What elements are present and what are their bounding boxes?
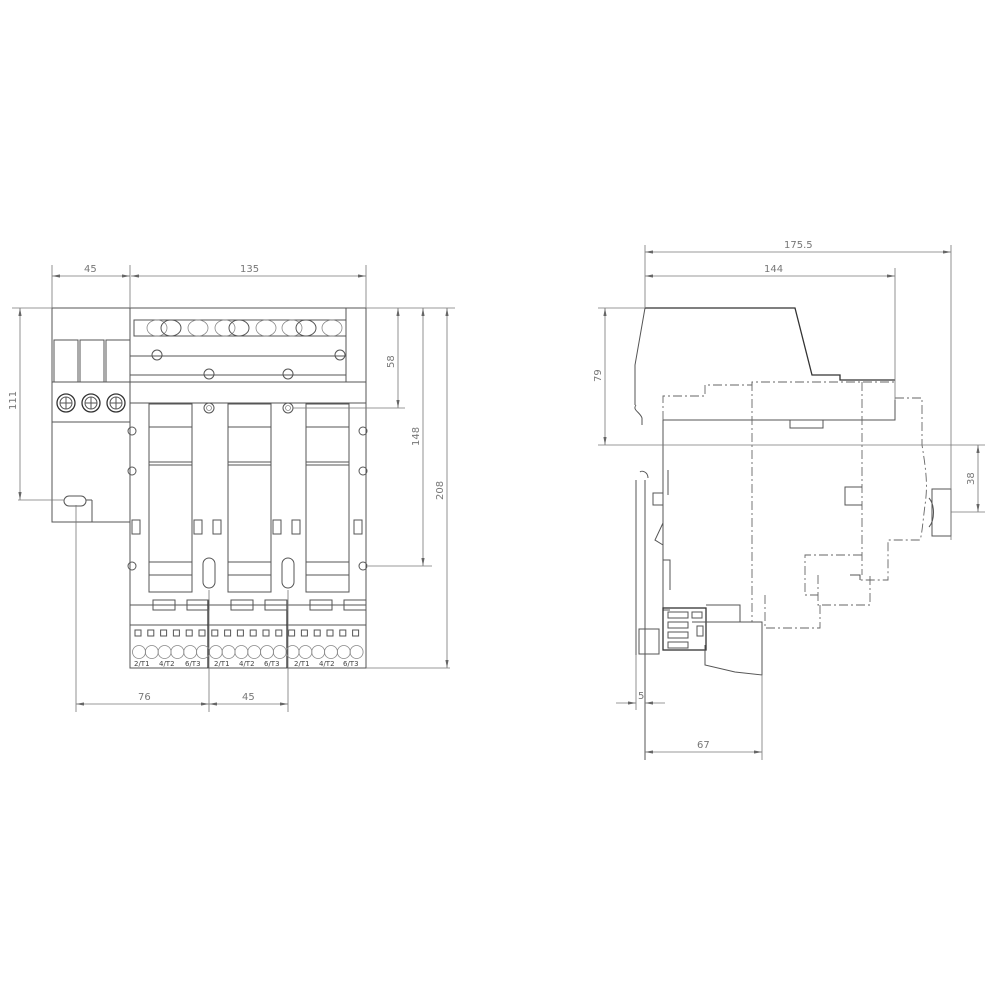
- terminal-circles: [132, 645, 364, 659]
- dim-depth-total: 175.5: [784, 240, 813, 251]
- terminal-label: 6/T3: [343, 660, 359, 668]
- terminal-label: 2/T1: [294, 660, 310, 668]
- terminal-label: 4/T2: [319, 660, 335, 668]
- main-module: 2/T1 4/T2 6/T3 2/T1 4/T2 6/T3 2/T1 4/T2 …: [127, 307, 368, 669]
- dim-depth-bottom: 67: [697, 740, 710, 751]
- terminal-label: 4/T2: [239, 660, 255, 668]
- dim-height-mount: 148: [411, 427, 422, 446]
- dim-width-left: 45: [84, 264, 97, 275]
- top-indicator-circles: [146, 319, 343, 337]
- dim-height-top: 79: [593, 369, 604, 382]
- terminal-squares: [134, 629, 360, 637]
- terminal-labels: 2/T1 4/T2 6/T3 2/T1 4/T2 6/T3 2/T1 4/T2 …: [134, 660, 359, 668]
- keyhole-slot: [202, 557, 216, 589]
- screw-terminal-icons: [56, 393, 126, 413]
- dim-offset-left: 76: [138, 692, 151, 703]
- terminal-label: 6/T3: [185, 660, 201, 668]
- left-auxiliary-module: [51, 307, 131, 523]
- dim-pitch: 45: [242, 692, 255, 703]
- dim-height-left: 111: [8, 391, 19, 410]
- keyhole-slot: [281, 557, 295, 589]
- terminal-label: 2/T1: [214, 660, 230, 668]
- side-view: 175.5 144 79 38 5 67: [593, 240, 985, 760]
- front-view: 2/T1 4/T2 6/T3 2/T1 4/T2 6/T3 2/T1 4/T2 …: [8, 264, 455, 712]
- terminal-label: 4/T2: [159, 660, 175, 668]
- terminal-strip: [129, 599, 367, 668]
- side-housing-outline: [634, 307, 952, 760]
- knob: [931, 488, 952, 537]
- dim-depth-body: 144: [764, 264, 783, 275]
- dim-offset-rail: 5: [638, 691, 644, 702]
- dim-height-knob: 38: [966, 472, 977, 485]
- side-dimensions: 175.5 144 79 38 5 67: [593, 240, 985, 760]
- terminal-label: 2/T1: [134, 660, 150, 668]
- pole-3: [305, 403, 350, 593]
- pole-1: [148, 403, 193, 593]
- dim-width-main: 135: [240, 264, 259, 275]
- mounting-slot: [63, 495, 87, 507]
- dim-height-top: 58: [386, 355, 397, 368]
- front-dimensions: 45 135 111 58 148 208 76 45: [8, 264, 455, 712]
- pole-2: [227, 403, 272, 593]
- dim-height-total: 208: [435, 481, 446, 500]
- terminal-label: 6/T3: [264, 660, 280, 668]
